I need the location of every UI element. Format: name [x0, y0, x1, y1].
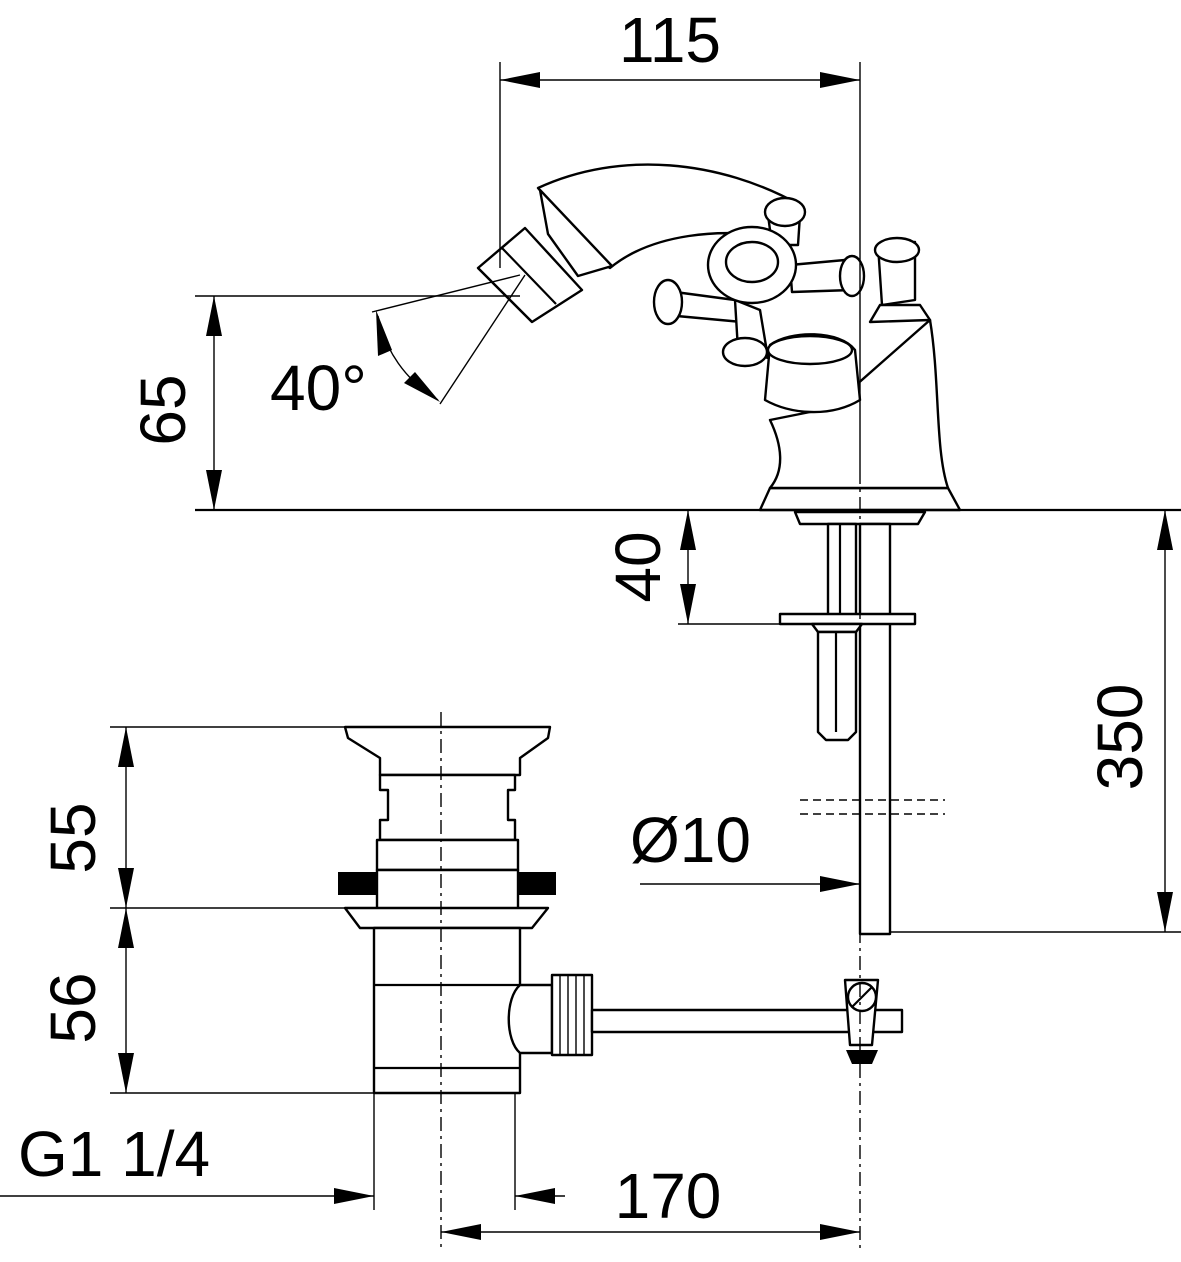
- mixer-body: [476, 163, 962, 512]
- center-lines: [440, 470, 861, 1252]
- dim-40-degree: 40°: [270, 352, 367, 424]
- dim-thread: G1 1/4: [18, 1118, 210, 1190]
- dim-40: 40: [602, 531, 674, 602]
- dim-115: 115: [619, 4, 721, 76]
- dim-170: 170: [615, 1160, 722, 1232]
- waste-assembly: [338, 725, 904, 1095]
- dim-65: 65: [127, 374, 199, 445]
- dim-56: 56: [37, 972, 109, 1043]
- dimension-lines: [0, 62, 1181, 1240]
- dim-rod-diameter: Ø10: [630, 804, 751, 876]
- dim-350: 350: [1084, 684, 1156, 791]
- dimension-labels: 115 65 40° 40 350 Ø10 55 56 G1 1/4 170: [18, 4, 1156, 1232]
- dim-55: 55: [37, 802, 109, 873]
- under-deck-fittings: [778, 510, 945, 936]
